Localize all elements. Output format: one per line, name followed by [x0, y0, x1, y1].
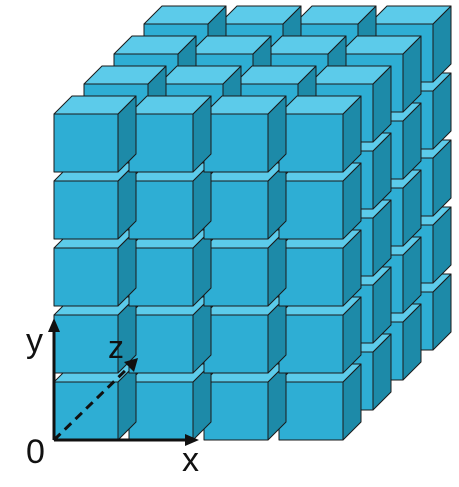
cube-front-face: [203, 113, 269, 173]
cube-front-face: [128, 180, 194, 240]
cube-front-face: [128, 113, 194, 173]
z-axis: [52, 362, 134, 442]
cube: [128, 363, 212, 441]
cube: [203, 95, 287, 173]
cube-front-face: [278, 381, 344, 441]
cube-front-face: [203, 314, 269, 374]
cube-front-face: [278, 247, 344, 307]
cube: [278, 229, 362, 307]
x-axis-arrowhead: [185, 434, 199, 446]
cube: [128, 95, 212, 173]
cube: [278, 95, 362, 173]
cube: [53, 95, 137, 173]
cube-front-face: [278, 314, 344, 374]
y-axis-label: y: [26, 322, 43, 360]
cube: [278, 363, 362, 441]
cube-front-face: [53, 247, 119, 307]
cube-front-face: [203, 381, 269, 441]
cube: [53, 162, 137, 240]
y-axis-arrowhead: [48, 318, 60, 332]
cube-front-face: [53, 180, 119, 240]
cube: [278, 162, 362, 240]
cube: [203, 363, 287, 441]
coordinate-axes: y z 0 x: [26, 318, 199, 479]
z-axis-arrowhead: [124, 358, 138, 372]
origin-label: 0: [26, 433, 45, 471]
cube-front-face: [53, 113, 119, 173]
cube: [128, 229, 212, 307]
cube-front-face: [128, 247, 194, 307]
x-axis-label: x: [182, 441, 199, 479]
cube-grid: [53, 5, 452, 441]
cube: [203, 296, 287, 374]
z-axis-label: z: [108, 329, 124, 365]
cube: [203, 229, 287, 307]
cube-front-face: [128, 381, 194, 441]
cube-front-face: [203, 247, 269, 307]
cube: [53, 229, 137, 307]
cube: [128, 296, 212, 374]
cube-front-face: [278, 180, 344, 240]
cube-front-face: [203, 180, 269, 240]
cube: [278, 296, 362, 374]
cube-front-face: [128, 314, 194, 374]
cube: [128, 162, 212, 240]
cube-front-face: [53, 381, 119, 441]
cube-front-face: [278, 113, 344, 173]
cube: [203, 162, 287, 240]
